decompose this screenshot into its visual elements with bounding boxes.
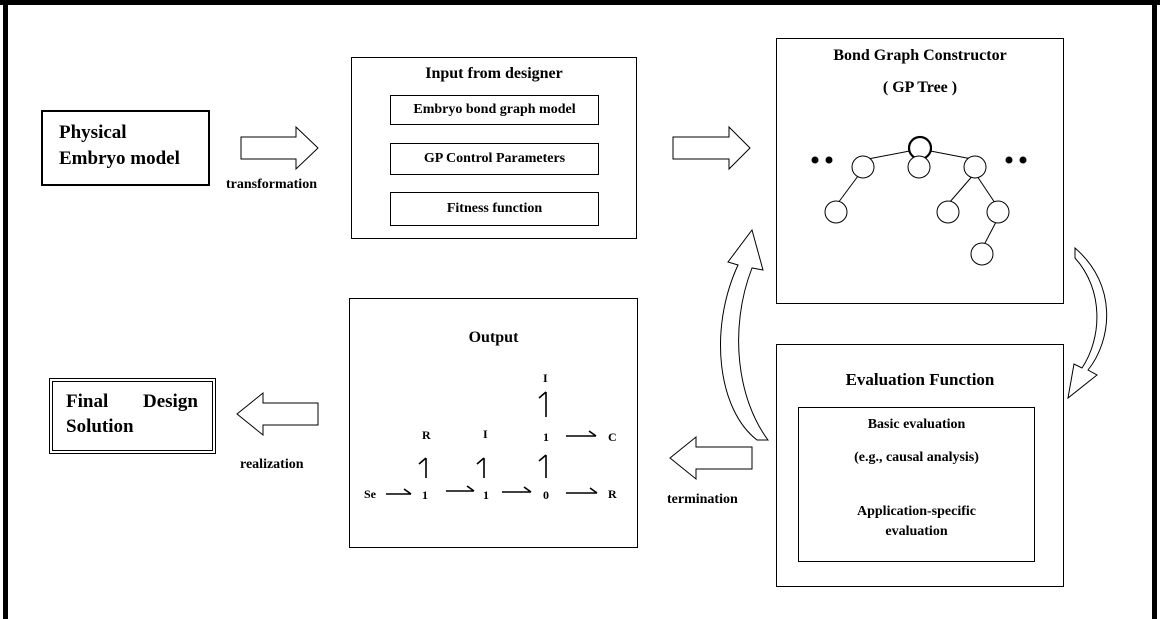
gp-tree-node (986, 200, 1010, 224)
bond-r-top-label: R (422, 428, 431, 442)
physical-embryo-line2: Embryo model (59, 148, 180, 169)
feedback-curved-arrow-down (1067, 246, 1108, 400)
termination-arrow (669, 435, 753, 481)
gp-control-parameters-label: GP Control Parameters (423, 151, 566, 166)
ellipsis-dot-left-2 (825, 156, 833, 164)
diagram-frame-right (1152, 0, 1157, 619)
fitness-function-item: Fitness function (390, 192, 599, 226)
realization-label: realization (240, 457, 304, 472)
termination-label: termination (667, 492, 738, 507)
final-design-word-solution: Solution (66, 416, 134, 437)
bond-junction-0: 0 (543, 488, 549, 502)
bond-r-right-label: R (608, 487, 617, 501)
output-title: Output (468, 329, 519, 346)
embryo-bond-graph-model-label: Embryo bond graph model (413, 102, 576, 117)
gp-tree-node (907, 155, 931, 179)
bond-junction-1a: 1 (422, 488, 428, 502)
constructor-title: Bond Graph Constructor (833, 47, 1007, 64)
bond-i-top-label: I (483, 427, 488, 441)
diagram-frame-left (3, 0, 8, 619)
final-design-solution-box: Final Design Solution (49, 378, 216, 454)
bond-0-vertical (538, 454, 547, 478)
bond-graph-bonds (386, 391, 598, 495)
bond-1-c (566, 430, 597, 437)
bond-se-1 (386, 488, 412, 495)
final-design-word-final: Final (66, 391, 109, 412)
physical-embryo-line1: Physical (59, 122, 127, 143)
ellipsis-dot-right-1 (1005, 156, 1013, 164)
bond-i-vertical (476, 457, 485, 478)
input-from-designer-box: Input from designer Embryo bond graph mo… (351, 57, 637, 239)
gp-tree-node (851, 155, 875, 179)
transformation-arrow (240, 125, 319, 171)
bond-i-high-label: I (543, 371, 548, 385)
feedback-curved-arrow-up (719, 228, 769, 441)
basic-evaluation-example: (e.g., causal analysis) (854, 450, 979, 465)
gp-tree-node (963, 155, 987, 179)
gp-tree-node (970, 242, 994, 266)
bond-1-1 (446, 485, 475, 492)
gp-tree-node (824, 200, 848, 224)
bond-junction-1c: 1 (543, 430, 549, 444)
bond-1-0 (502, 486, 532, 493)
constructor-subtitle: ( GP Tree ) (882, 79, 958, 96)
application-specific-line2: evaluation (885, 524, 948, 539)
to-constructor-arrow (672, 125, 751, 171)
realization-arrow (236, 391, 319, 437)
gp-control-parameters-item: GP Control Parameters (390, 143, 599, 175)
physical-embryo-box: Physical Embryo model (41, 110, 210, 186)
bond-0-r (566, 487, 598, 494)
embryo-bond-graph-model-item: Embryo bond graph model (390, 95, 599, 125)
input-box-title: Input from designer (425, 65, 563, 82)
application-specific-line1: Application-specific (857, 504, 976, 519)
gp-tree-ellipsis (811, 156, 1027, 164)
final-design-word-design: Design (143, 391, 198, 412)
ellipsis-dot-left-1 (811, 156, 819, 164)
bond-junction-1b: 1 (483, 488, 489, 502)
evaluation-inner-box: Basic evaluation (e.g., causal analysis)… (798, 407, 1035, 562)
bond-se-label: Se (364, 487, 377, 501)
bond-i-high-vertical (538, 391, 547, 417)
evaluation-title: Evaluation Function (845, 370, 995, 389)
basic-evaluation-label: Basic evaluation (867, 417, 966, 432)
bond-r-vertical (418, 457, 427, 478)
bond-c-label: C (608, 430, 617, 444)
fitness-function-label: Fitness function (446, 201, 543, 216)
output-box: Output (349, 298, 638, 548)
bond-graph-constructor-box: Bond Graph Constructor ( GP Tree ) (776, 38, 1064, 304)
evaluation-function-box: Evaluation Function Basic evaluation (e.… (776, 344, 1064, 587)
ellipsis-dot-right-2 (1019, 156, 1027, 164)
gp-tree-node (936, 200, 960, 224)
transformation-label: transformation (226, 177, 317, 192)
diagram-frame-top (0, 0, 1160, 5)
